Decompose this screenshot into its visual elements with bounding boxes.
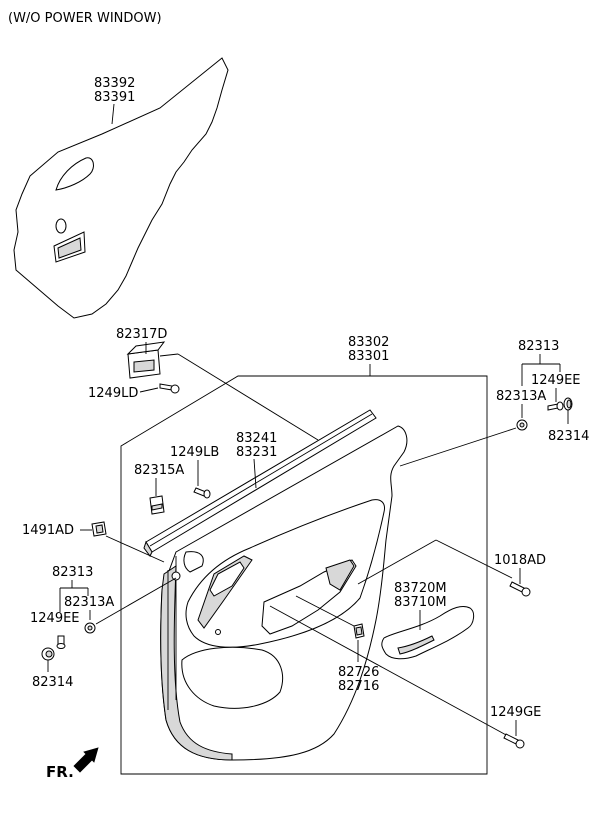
grip-handle (381, 605, 475, 660)
label-right-sub: 82313A (496, 389, 546, 404)
label-right-cap: 82314 (548, 429, 589, 444)
leader-screw-top-left (139, 387, 159, 393)
front-arrow-icon (73, 747, 99, 773)
panel-outline-box (120, 375, 488, 775)
label-clip-weatherstrip: 82315A (134, 463, 184, 478)
leader-trim-pad (111, 103, 115, 125)
screw-right-group (547, 401, 564, 411)
leader-weatherstrip (253, 458, 257, 489)
label-door-trim-2: 83301 (348, 349, 389, 364)
label-left-main: 82313 (52, 565, 93, 580)
label-trim-pad-1: 83392 (94, 76, 135, 91)
label-left-screw: 1249EE (30, 611, 80, 626)
leader-left-to-panel (95, 577, 177, 625)
screw-weatherstrip (193, 487, 211, 499)
screw-right (509, 581, 531, 597)
clip-weatherstrip (149, 495, 165, 515)
label-screw-right: 1018AD (494, 553, 546, 568)
handle-cover (353, 623, 365, 639)
nut-left (84, 622, 96, 634)
door-trim-panel (160, 425, 408, 761)
label-trim-pad-2: 83391 (94, 90, 135, 105)
label-screw-weatherstrip: 1249LB (170, 445, 219, 460)
leader-handle-cover (295, 595, 355, 627)
label-left-sub: 82313A (64, 595, 114, 610)
label-fastener-left: 1491AD (22, 523, 74, 538)
label-handle-cover-2: 82716 (338, 679, 379, 694)
trim-pad (13, 57, 229, 319)
leader-screw-bottom (269, 605, 509, 737)
cap-right (563, 397, 573, 411)
front-direction-label: FR. (46, 763, 74, 781)
label-door-trim-1: 83302 (348, 335, 389, 350)
label-grip-handle-2: 83710M (394, 595, 447, 610)
label-weatherstrip-2: 83231 (236, 445, 277, 460)
leader-screw-right-panel-2 (357, 539, 437, 585)
fastener-left (91, 521, 107, 537)
label-clip-bracket: 82317D (116, 327, 167, 342)
label-weatherstrip-1: 83241 (236, 431, 277, 446)
cap-left (41, 647, 55, 661)
weatherstrip (143, 409, 377, 557)
label-screw-bottom: 1249GE (490, 705, 541, 720)
diagram-title: (W/O POWER WINDOW) (8, 11, 162, 26)
screw-left-group (56, 635, 66, 649)
nut-right (516, 419, 528, 431)
label-handle-cover-1: 82726 (338, 665, 379, 680)
leader-clip-bracket-3 (177, 353, 319, 441)
leader-right-to-panel (399, 427, 517, 467)
label-grip-handle-1: 83720M (394, 581, 447, 596)
screw-bottom (503, 733, 525, 749)
label-right-screw: 1249EE (531, 373, 581, 388)
screw-top-left (159, 383, 180, 394)
label-right-main: 82313 (518, 339, 559, 354)
label-screw-top-left: 1249LD (88, 386, 138, 401)
leader-clip-bracket-2 (159, 353, 179, 357)
label-left-cap: 82314 (32, 675, 73, 690)
leader-fastener-to-panel (105, 535, 165, 563)
leader-screw-right-panel (435, 539, 513, 579)
